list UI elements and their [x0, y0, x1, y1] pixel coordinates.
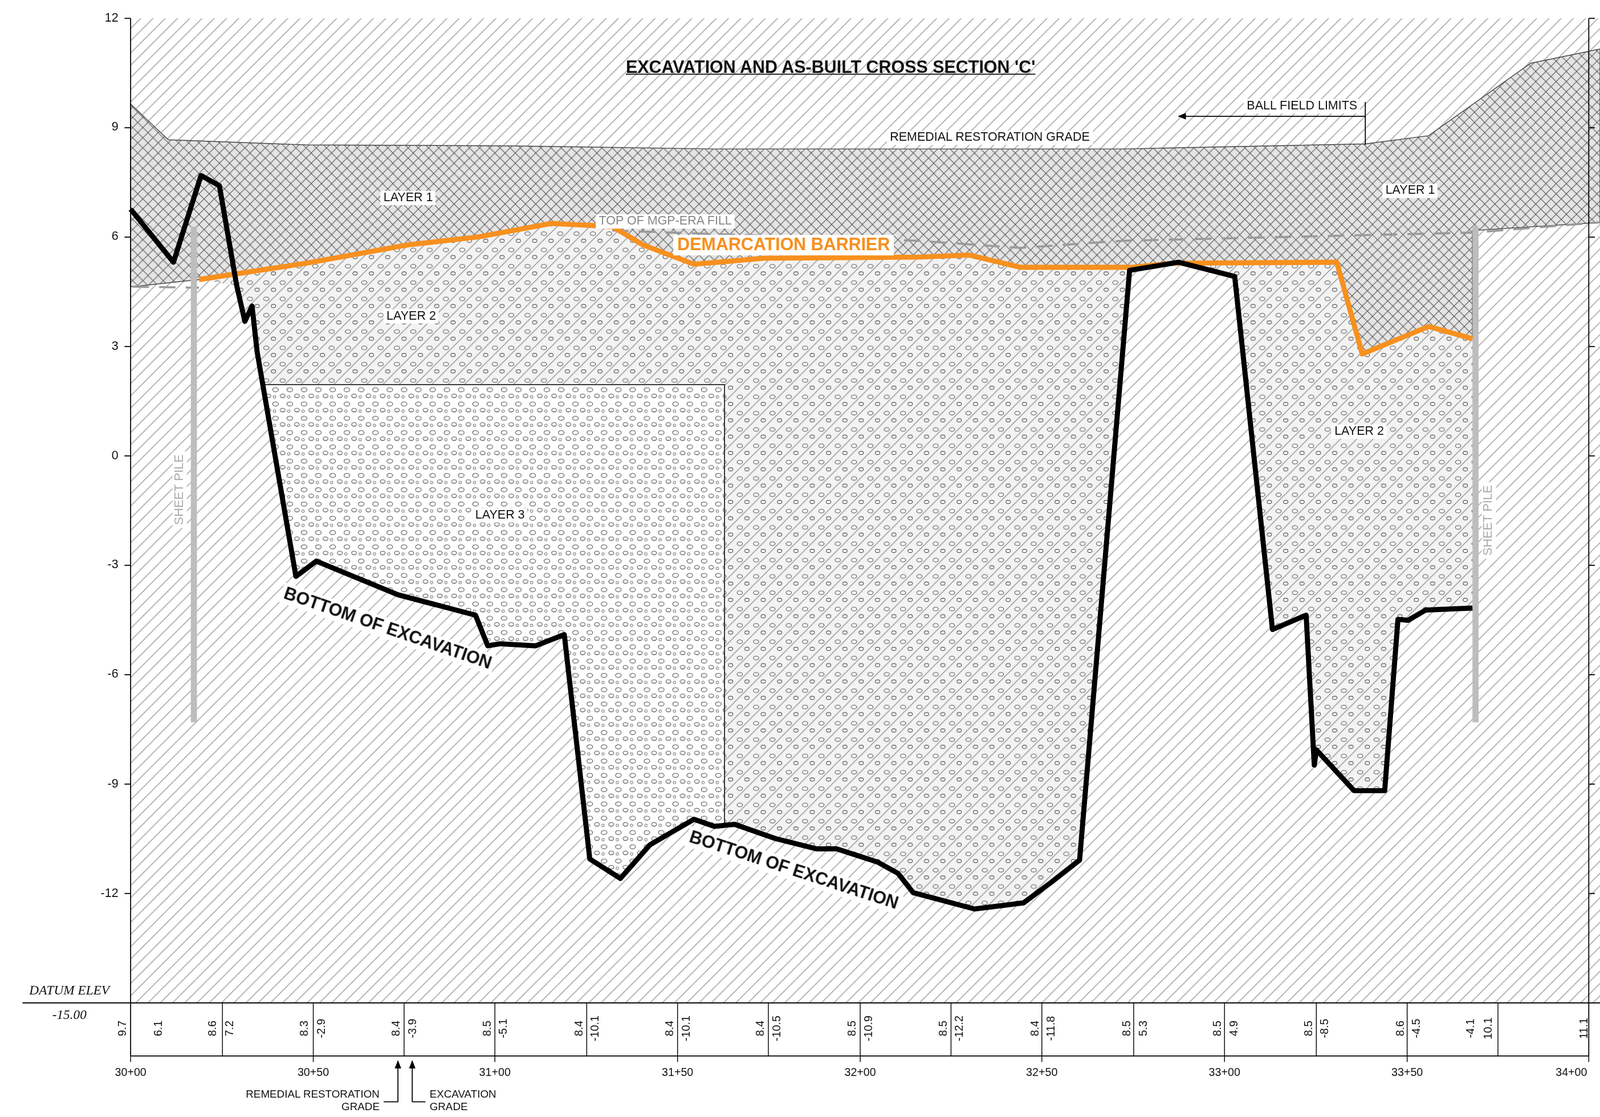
grade-value: 8.6 — [1393, 1020, 1407, 1037]
grade-value: 8.4 — [1028, 1020, 1042, 1037]
grade-value: 5.3 — [1136, 1020, 1150, 1037]
grade-value: 10.1 — [1481, 1017, 1495, 1040]
grade-value: -11.8 — [1044, 1016, 1058, 1041]
grade-value: -10.5 — [770, 1015, 784, 1042]
grade-value: -4.1 — [1463, 1019, 1477, 1039]
grade-value: -8.5 — [1317, 1019, 1331, 1039]
region-label: REMEDIAL RESTORATION GRADE — [886, 130, 1093, 145]
grade-value: 8.5 — [1301, 1020, 1315, 1037]
station-label: 30+00 — [114, 1065, 146, 1080]
grade-value: 11.1 — [1577, 1018, 1591, 1040]
callout-leader — [397, 1061, 399, 1103]
station-label: 31+50 — [661, 1065, 694, 1080]
elevation-tick-label: -12 — [100, 886, 119, 901]
grade-value: 8.4 — [389, 1020, 403, 1037]
elevation-tick-label: 6 — [111, 230, 119, 245]
grade-value: -4.5 — [1409, 1019, 1423, 1039]
sheet-pile — [190, 226, 198, 723]
station-label: 31+00 — [479, 1065, 511, 1080]
limit-arrow — [1178, 115, 1366, 117]
grade-value: -10.9 — [861, 1015, 875, 1042]
drawing-title: EXCAVATION AND AS-BUILT CROSS SECTION 'C… — [625, 57, 1036, 78]
region-label: LAYER 3 — [471, 508, 528, 523]
grade-value: 8.4 — [572, 1020, 586, 1037]
grade-value: 8.3 — [297, 1020, 311, 1037]
grade-value: 8.5 — [845, 1020, 859, 1037]
layer-3-boundary — [262, 384, 725, 825]
station-label: 30+50 — [297, 1065, 329, 1080]
station-label: 33+00 — [1208, 1065, 1241, 1080]
grade-value: 9.7 — [116, 1020, 130, 1037]
grade-value: 8.4 — [662, 1020, 677, 1037]
barrier-label: DEMARCATION BARRIER — [673, 234, 894, 255]
datum-label: -15.00 — [52, 1007, 87, 1024]
grade-value: -12.2 — [952, 1015, 966, 1042]
grade-value: 8.5 — [936, 1020, 950, 1037]
grade-value: 8.4 — [753, 1020, 767, 1037]
station-label: 34+00 — [1555, 1065, 1587, 1080]
elevation-tick-label: -3 — [107, 558, 119, 573]
grade-value: -10.1 — [679, 1015, 693, 1042]
grade-value: 8.5 — [1120, 1020, 1134, 1037]
region-label: LAYER 1 — [1382, 183, 1439, 198]
grade-value: 8.5 — [480, 1020, 494, 1037]
region-label: LAYER 2 — [383, 309, 440, 324]
station-label: 33+50 — [1391, 1065, 1423, 1080]
grade-value: 6.1 — [151, 1020, 165, 1037]
grade-value: -2.9 — [315, 1019, 329, 1039]
elevation-tick-label: -9 — [107, 776, 119, 792]
grade-value: 7.2 — [222, 1020, 236, 1037]
sheet-pile-label: SHEET PILE — [172, 451, 187, 529]
elevation-tick-label: 3 — [111, 339, 119, 354]
fill-line-label: TOP OF MGP-ERA FILL — [595, 214, 735, 229]
callout-label: EXCAVATION GRADE — [429, 1087, 518, 1113]
station-label: 32+50 — [1026, 1065, 1058, 1080]
callout-leader — [383, 1101, 398, 1103]
grade-value: -3.9 — [405, 1019, 419, 1039]
mgp-fill-line — [132, 286, 199, 288]
region-label: BALL FIELD LIMITS — [1243, 99, 1361, 114]
layer-3-fill — [262, 384, 725, 879]
datum-label: DATUM ELEV — [29, 983, 110, 999]
grade-value: 8.6 — [205, 1020, 219, 1037]
limit-tick — [1364, 102, 1366, 145]
axes — [22, 18, 1600, 1062]
native-soil — [130, 18, 1600, 1004]
callout-label: REMEDIAL RESTORATION GRADE — [245, 1087, 380, 1113]
grade-value: 8.5 — [1210, 1020, 1224, 1037]
sheet-pile — [1472, 226, 1479, 723]
elevation-tick-label: 9 — [111, 120, 119, 136]
elevation-tick-label: -6 — [107, 668, 119, 683]
region-label: LAYER 1 — [380, 190, 437, 206]
station-label: 32+00 — [844, 1065, 876, 1080]
grade-value: 4.9 — [1227, 1020, 1241, 1037]
demarcation-barrier-line — [198, 223, 1473, 354]
sheet-pile-label: SHEET PILE — [1482, 482, 1497, 560]
grade-value: -5.1 — [496, 1019, 510, 1039]
region-label: LAYER 2 — [1331, 424, 1388, 439]
layer-1-fill — [130, 49, 1600, 354]
elevation-tick-label: 0 — [111, 449, 119, 464]
callout-leader — [412, 1101, 426, 1103]
bottom-of-excavation-line — [130, 175, 1473, 910]
layer-2-fill — [198, 223, 1473, 910]
callout-leader — [411, 1061, 413, 1103]
grade-value: -10.1 — [588, 1015, 602, 1042]
elevation-tick-label: 12 — [104, 11, 119, 26]
